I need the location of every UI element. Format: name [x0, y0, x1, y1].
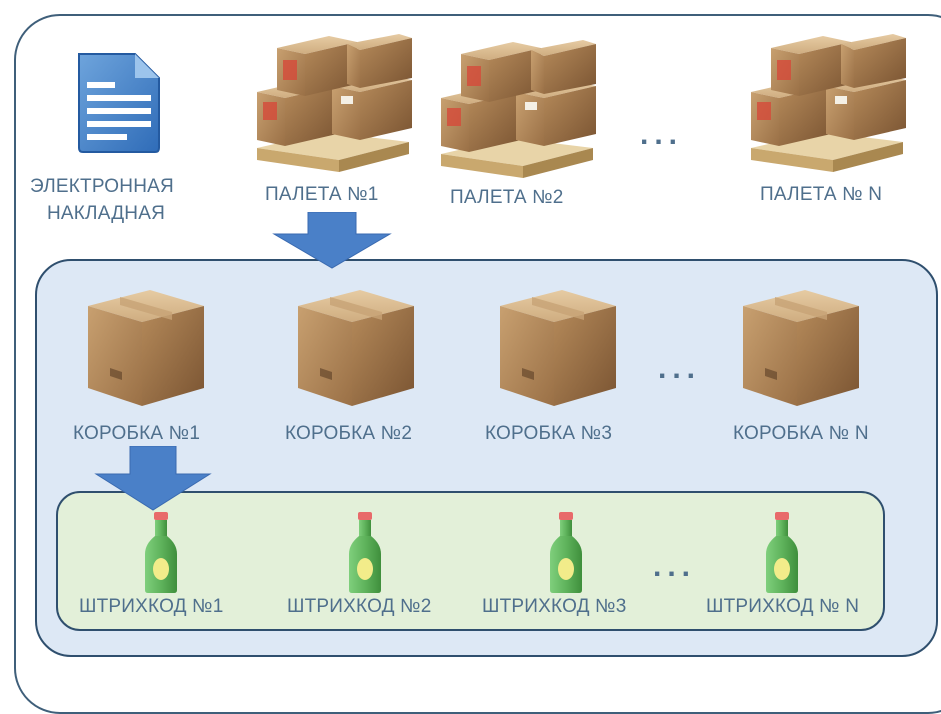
document-icon — [73, 50, 165, 159]
pallet-label-n: ПАЛЕТА № N — [760, 184, 883, 205]
cardboard-box-icon — [290, 288, 420, 413]
barcode-label-n: ШТРИХКОД № N — [706, 596, 860, 617]
pallet-icon — [247, 30, 417, 180]
document-label-line2: НАКЛАДНАЯ — [47, 203, 166, 224]
pallets-ellipsis: ... — [640, 118, 684, 151]
cardboard-box-icon — [80, 288, 210, 413]
barcode-label-3: ШТРИХКОД №3 — [482, 596, 627, 617]
bottle-icon — [143, 512, 179, 599]
document-label-line1: ЭЛЕКТРОННАЯ — [30, 176, 174, 197]
cardboard-box-icon — [735, 288, 865, 413]
arrow-down-icon — [94, 445, 212, 517]
barcodes-ellipsis: ... — [653, 550, 697, 583]
cardboard-box-icon — [492, 288, 622, 413]
barcode-label-2: ШТРИХКОД №2 — [287, 596, 432, 617]
box-label-1: КОРОБКА №1 — [73, 423, 201, 444]
bottle-icon — [347, 512, 383, 599]
box-label-n: КОРОБКА № N — [733, 423, 869, 444]
barcodes-panel — [56, 491, 885, 631]
arrow-down-icon — [272, 211, 392, 275]
pallet-icon — [741, 30, 911, 180]
box-label-3: КОРОБКА №3 — [485, 423, 613, 444]
pallet-label-1: ПАЛЕТА №1 — [265, 184, 379, 205]
boxes-ellipsis: ... — [658, 352, 702, 385]
barcode-label-1: ШТРИХКОД №1 — [79, 596, 224, 617]
bottle-icon — [548, 512, 584, 599]
pallet-icon — [431, 36, 601, 186]
box-label-2: КОРОБКА №2 — [285, 423, 413, 444]
pallet-label-2: ПАЛЕТА №2 — [450, 187, 564, 208]
bottle-icon — [764, 512, 800, 599]
